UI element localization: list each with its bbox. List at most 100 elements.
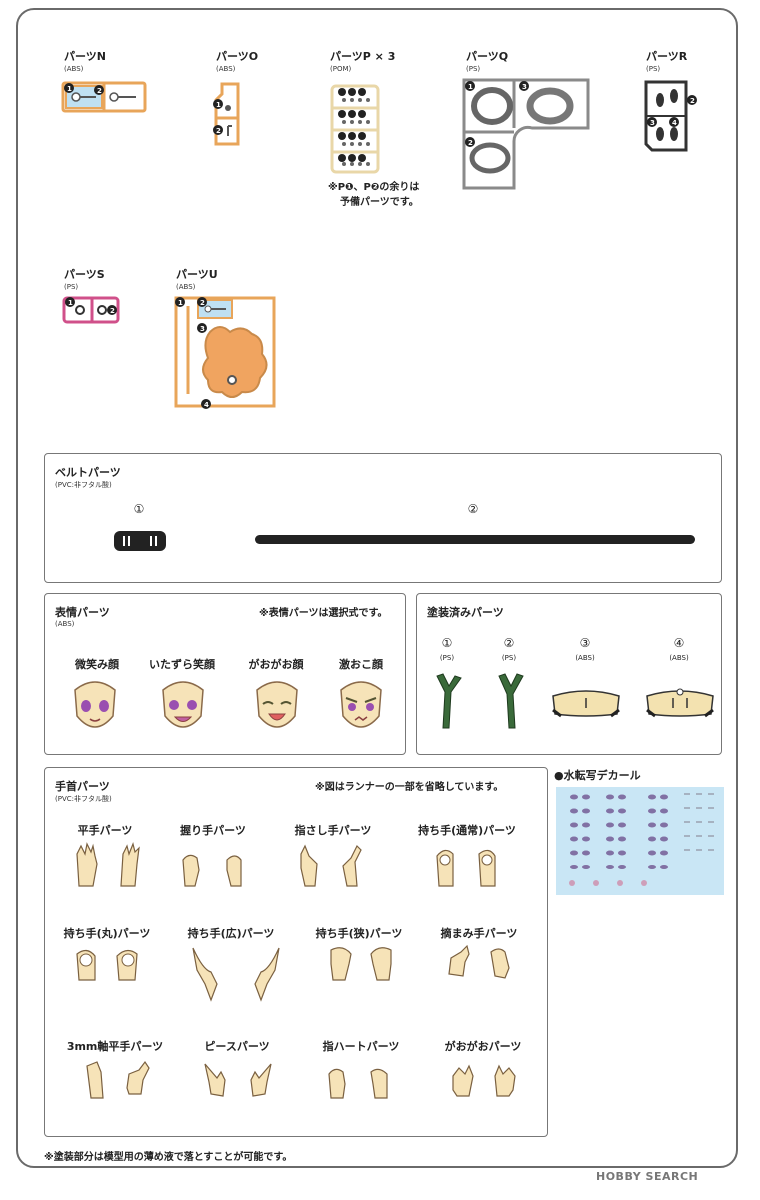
part-p-note-line1: ※P❶、P❷の余りは [328,182,420,193]
belt-item-2-number: ② [467,502,479,516]
svg-text:2: 2 [216,127,221,135]
part-r-header: パーツR (PS) [646,48,687,73]
hobby-search-logo: HOBBY SEARCH [596,1170,699,1183]
runner-n-diagram: 1 2 [61,81,147,113]
svg-text:3: 3 [522,83,527,91]
belt-material: (PVC:非フタル酸) [55,481,112,489]
hand-peace-diagram [204,1063,272,1097]
hand-label-7: 持ち手(狭)パーツ [315,927,403,940]
part-u-header: パーツU (ABS) [176,266,218,291]
hand-hold-normal-diagram [436,849,496,887]
part-s-material: (PS) [64,283,79,291]
hands-material: (PVC:非フタル酸) [55,795,112,803]
hand-gaogao-diagram [452,1064,516,1097]
hand-label-4: 持ち手(通常)パーツ [418,824,516,837]
runner-q-diagram: 1 3 2 [462,78,590,190]
part-o-header: パーツO (ABS) [216,48,258,73]
hand-heart-diagram [328,1068,388,1099]
face-title: 表情パーツ [55,606,110,619]
part-r-material: (PS) [646,65,661,73]
belt-parts-box: ベルトパーツ (PVC:非フタル酸) ① ② [44,453,722,583]
belt-strap-diagram [255,535,695,544]
svg-text:2: 2 [200,299,205,307]
painted-item-3-material: (ABS) [575,654,595,662]
face-material: (ABS) [55,620,75,628]
hand-fist-diagram [182,854,242,887]
part-q-header: パーツQ (PS) [466,48,508,73]
part-o-name: パーツO [216,50,259,63]
part-p-note: ※P❶、P❷の余りは 予備パーツです。 [328,180,419,210]
part-s-header: パーツS (PS) [64,266,105,291]
hand-pinch-diagram [448,944,510,979]
hand-label-9: 3mm軸平手パーツ [66,1040,164,1053]
part-o-material: (ABS) [216,65,236,73]
painted-item-3-number: ③ [579,636,591,650]
hand-label-5: 持ち手(丸)パーツ [63,927,151,940]
part-p-material: (POM) [330,65,352,73]
runner-r-diagram: 2 3 4 [644,80,697,152]
painted-item-1-material: (PS) [439,654,455,662]
belt-item-1-number: ① [133,502,145,516]
hands-title: 手首パーツ [55,780,110,793]
svg-text:2: 2 [110,307,115,315]
painted-parts-box: 塗装済みパーツ ① (PS) ② (PS) ③ (ABS) ④ (ABS) [416,593,722,755]
part-u-material: (ABS) [176,283,196,291]
runner-s-diagram: 1 2 [62,296,120,324]
hand-label-2: 握り手パーツ [180,824,246,837]
svg-text:2: 2 [97,87,102,95]
hand-hold-narrow-diagram [330,947,392,981]
svg-text:1: 1 [68,299,73,307]
hand-point-diagram [300,844,362,887]
svg-text:3: 3 [650,119,655,127]
painted-item-4-material: (ABS) [669,654,689,662]
painted-item-2-material: (PS) [501,654,517,662]
belt-buckle-diagram [114,531,166,551]
face-label-3: がおがお顔 [248,658,304,671]
hand-label-6: 持ち手(広)パーツ [187,927,275,940]
part-p-note-line2: 予備パーツです。 [340,197,419,208]
hand-label-8: 摘まみ手パーツ [440,927,518,940]
face-label-2: いたずら笑顔 [149,658,215,671]
hand-hold-round-diagram [76,949,138,981]
face-label-1: 微笑み顔 [75,658,119,671]
face-smile-diagram [74,681,116,728]
decal-sheet-diagram [556,787,724,895]
face-parts-box: 表情パーツ (ABS) ※表情パーツは選択式です。 微笑み顔 いたずら笑顔 がお… [44,593,406,755]
face-note: ※表情パーツは選択式です。 [259,608,388,619]
face-mischief-diagram [162,681,204,728]
part-r-name: パーツR [646,50,688,63]
runner-p-diagram [330,84,380,174]
svg-text:2: 2 [468,139,473,147]
hand-label-10: ピースパーツ [204,1040,270,1053]
svg-text:1: 1 [67,85,72,93]
runner-u-diagram: 1 2 3 4 [174,296,276,409]
part-n-header: パーツN (ABS) [64,48,106,73]
hand-label-3: 指さし手パーツ [294,824,372,837]
belt-title: ベルトパーツ [55,466,121,479]
face-gaogao-diagram [256,681,298,728]
svg-text:1: 1 [178,299,183,307]
hand-hold-wide-diagram [192,947,280,1002]
painted-title: 塗装済みパーツ [427,606,504,619]
part-n-material: (ABS) [64,65,84,73]
hand-parts-box: 手首パーツ (PVC:非フタル酸) ※図はランナーの一部を省略しています。 平手… [44,767,548,1137]
page-frame [16,8,738,1168]
hand-flat-3mm-diagram [86,1060,150,1099]
painted-collar-4-diagram [646,688,714,718]
svg-text:2: 2 [690,97,695,105]
svg-text:4: 4 [672,119,677,127]
hands-note: ※図はランナーの一部を省略しています。 [315,782,504,793]
svg-text:1: 1 [468,83,473,91]
part-q-name: パーツQ [466,50,509,63]
hand-flat-diagram [76,842,140,887]
painted-tie-2-diagram [498,673,524,729]
face-angry-diagram [340,681,382,728]
part-q-material: (PS) [466,65,481,73]
part-p-header: パーツP × 3 (POM) [330,48,395,73]
painted-item-1-number: ① [441,636,453,650]
runner-o-diagram: 1 2 [213,82,240,146]
hand-label-1: 平手パーツ [77,824,133,837]
decal-title: ●水転写デカール [554,769,641,782]
svg-text:4: 4 [204,401,209,409]
hand-label-12: がおがおパーツ [444,1040,522,1053]
